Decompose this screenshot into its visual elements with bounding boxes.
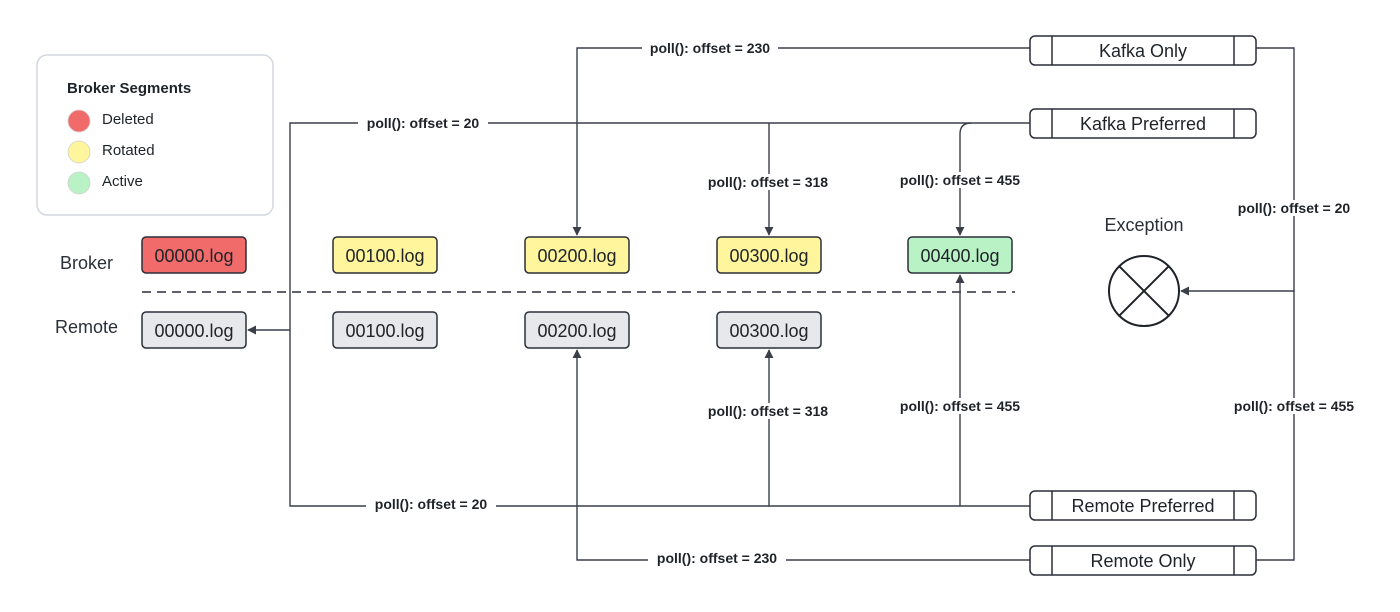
broker-segment-00300 bbox=[716, 236, 822, 274]
process-kafka-preferred: Kafka Preferred bbox=[1029, 108, 1257, 139]
poll-label: poll(): offset = 20 bbox=[375, 496, 488, 512]
connectors bbox=[247, 47, 1295, 561]
poll-label: poll(): offset = 20 bbox=[367, 115, 480, 131]
legend: Broker Segments Deleted Rotated Active bbox=[36, 54, 274, 216]
process-kafka-only: Kafka Only bbox=[1029, 35, 1257, 66]
broker-segment-00100 bbox=[332, 236, 438, 274]
wire-remote-only-455 bbox=[1256, 291, 1295, 561]
remote-segments: 00000.log 00100.log 00200.log 00300.log bbox=[141, 311, 822, 349]
row-label-remote: Remote bbox=[55, 317, 118, 337]
poll-label: poll(): offset = 455 bbox=[900, 172, 1020, 188]
remote-segment-label: 00300.log bbox=[729, 321, 808, 341]
exception-label: Exception bbox=[1104, 215, 1183, 235]
broker-segment-00000 bbox=[141, 236, 247, 274]
broker-segment-00200 bbox=[524, 236, 630, 274]
remote-segment-00000 bbox=[141, 311, 247, 349]
legend-label-active: Active bbox=[102, 173, 143, 190]
broker-segment-label: 00400.log bbox=[920, 246, 999, 266]
legend-swatch-rotated bbox=[67, 140, 91, 164]
wire-kafka-only-20 bbox=[1180, 47, 1295, 296]
poll-label: poll(): offset = 318 bbox=[708, 403, 828, 419]
remote-segment-00300 bbox=[716, 311, 822, 349]
remote-segment-00100 bbox=[332, 311, 438, 349]
wire-kafka-only-230 bbox=[572, 47, 1030, 236]
exception-node: Exception bbox=[1104, 215, 1184, 327]
poll-label: poll(): offset = 318 bbox=[708, 174, 828, 190]
broker-segment-00400 bbox=[907, 236, 1013, 274]
wire-kafka-pref-455 bbox=[955, 122, 972, 236]
legend-title: Broker Segments bbox=[67, 80, 191, 97]
remote-segment-label: 00000.log bbox=[154, 321, 233, 341]
broker-segment-label: 00200.log bbox=[537, 246, 616, 266]
legend-swatch-deleted bbox=[67, 109, 91, 133]
process-label: Remote Only bbox=[1090, 551, 1195, 571]
broker-segments: 00000.log 00100.log 00200.log 00300.log … bbox=[141, 236, 1013, 274]
wire-remote-pref-20 bbox=[289, 330, 769, 507]
broker-segment-label: 00300.log bbox=[729, 246, 808, 266]
legend-frame bbox=[36, 54, 274, 216]
process-remote-only: Remote Only bbox=[1029, 545, 1257, 576]
wire-remote-pref-318 bbox=[764, 349, 960, 507]
exception-cross-icon bbox=[1118, 265, 1170, 317]
wire-kafka-pref-20 bbox=[247, 122, 1030, 335]
remote-segment-label: 00200.log bbox=[537, 321, 616, 341]
poll-labels: poll(): offset = 230 poll(): offset = 20… bbox=[358, 40, 1364, 566]
row-label-broker: Broker bbox=[60, 253, 113, 273]
process-remote-preferred: Remote Preferred bbox=[1029, 490, 1257, 521]
remote-segment-00200 bbox=[524, 311, 630, 349]
legend-label-deleted: Deleted bbox=[102, 111, 154, 128]
poll-label: poll(): offset = 230 bbox=[650, 40, 770, 56]
poll-label: poll(): offset = 455 bbox=[1234, 398, 1354, 414]
wire-remote-only-230 bbox=[572, 349, 1030, 561]
broker-segment-label: 00100.log bbox=[345, 246, 424, 266]
process-label: Kafka Preferred bbox=[1080, 114, 1206, 134]
process-label: Remote Preferred bbox=[1071, 496, 1214, 516]
poll-label: poll(): offset = 20 bbox=[1238, 200, 1351, 216]
poll-label: poll(): offset = 230 bbox=[657, 550, 777, 566]
legend-label-rotated: Rotated bbox=[102, 142, 155, 159]
broker-segment-label: 00000.log bbox=[154, 246, 233, 266]
wire-remote-pref-455 bbox=[955, 274, 1030, 507]
process-label: Kafka Only bbox=[1099, 41, 1187, 61]
poll-label: poll(): offset = 455 bbox=[900, 398, 1020, 414]
remote-segment-label: 00100.log bbox=[345, 321, 424, 341]
legend-swatch-active bbox=[67, 171, 91, 195]
